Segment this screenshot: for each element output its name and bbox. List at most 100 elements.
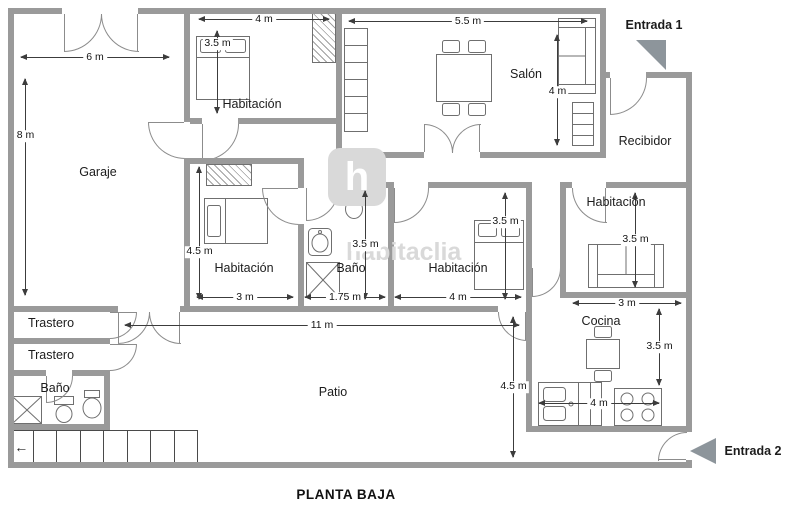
room-label-trastero-1: Trastero [27, 316, 75, 330]
dimension-cocina-depth: 3.5 m [644, 308, 675, 386]
staircase: ← [9, 430, 198, 463]
door-leaf [262, 188, 298, 189]
wall [388, 182, 394, 306]
dimension-patio-width: 11 m [124, 319, 520, 332]
room-label-recibidor: Recibidor [618, 134, 672, 148]
wall [560, 182, 572, 188]
sink-icon [82, 390, 102, 419]
door-swing-arc [202, 124, 239, 161]
wall [646, 72, 692, 78]
wall [600, 72, 610, 78]
room-label-garaje: Garaje [79, 165, 117, 179]
wall [138, 8, 606, 14]
room-label-cocina: Cocina [581, 314, 621, 328]
bookshelf-icon [572, 102, 594, 146]
wall [480, 152, 606, 158]
dimension-salon-depth: 4 m [546, 34, 569, 146]
door-leaf [424, 124, 425, 152]
dimension-bano-depth: 3.5 m [350, 190, 381, 300]
wall [8, 8, 62, 14]
stair-step [34, 431, 57, 462]
wall [686, 72, 692, 432]
door-swing-arc [424, 124, 453, 153]
door-leaf [658, 459, 686, 460]
wall [184, 158, 190, 306]
dimension-habitacion-mid-right-depth: 3.5 m [490, 192, 521, 300]
wall [180, 306, 498, 312]
door-leaf [605, 188, 606, 222]
door-swing-arc [452, 124, 481, 153]
wall [184, 8, 190, 122]
door-swing-arc [64, 14, 102, 52]
stair-step [57, 431, 81, 462]
dimension-habitacion-mid-left-depth: 4.5 m [184, 166, 215, 300]
door-swing-arc [101, 14, 139, 52]
dimension-salon-width: 5.5 m [348, 15, 588, 28]
door-swing-arc [394, 188, 429, 223]
door-leaf [610, 78, 611, 114]
door-leaf [306, 188, 307, 220]
wall [8, 424, 104, 430]
stair-step [151, 431, 175, 462]
wall [8, 338, 104, 344]
wall [532, 426, 692, 432]
door-leaf [110, 312, 136, 313]
wall [8, 306, 118, 312]
wall [190, 118, 202, 124]
toilet-icon [54, 396, 74, 423]
kitchen-table-icon [586, 326, 620, 382]
door-leaf [148, 122, 184, 123]
stove-icon [614, 388, 662, 426]
wall [560, 292, 692, 298]
dimension-habitacion-mid-left-width: 3 m [196, 291, 294, 304]
stair-step [175, 431, 198, 462]
entrance-2-arrow-icon [690, 438, 716, 464]
wall [104, 370, 110, 430]
stairs-direction-arrow-icon: ← [10, 431, 34, 462]
room-label-habitacion-right: Habitación [586, 195, 646, 209]
room-label-habitacion-mid-right: Habitación [428, 261, 488, 275]
double-bed-icon [474, 220, 524, 290]
door-leaf [394, 188, 395, 222]
door-swing-arc [610, 78, 647, 115]
door-leaf [137, 14, 138, 51]
shower-icon [12, 396, 42, 424]
wall [238, 118, 336, 124]
door-leaf [532, 268, 533, 296]
door-swing-arc [532, 268, 561, 297]
dimension-cocina-width: 4 m [538, 397, 660, 410]
door-swing-arc [148, 122, 185, 159]
shelf-icon [344, 28, 368, 132]
wall [526, 182, 532, 306]
wall [298, 224, 304, 306]
door-leaf [525, 312, 526, 340]
room-label-habitacion-mid-left: Habitación [214, 261, 274, 275]
room-label-habitacion-top: Habitación [222, 97, 282, 111]
wall [560, 182, 566, 292]
dimension-habitacion-right-width: 3 m [572, 297, 682, 310]
wall [8, 370, 46, 376]
door-swing-arc [110, 344, 137, 371]
wall [600, 8, 606, 158]
dimension-habitacion-top-depth: 3.5 m [202, 30, 233, 114]
dimension-bano-width: 1.75 m [304, 291, 386, 304]
wall [606, 182, 692, 188]
wardrobe-icon [312, 13, 336, 63]
door-leaf [64, 14, 65, 51]
dimension-patio-depth: 4.5 m [498, 316, 529, 458]
room-label-bano-bottom: Baño [40, 381, 70, 395]
dimension-garaje-width: 6 m [20, 51, 170, 64]
stair-step [104, 431, 128, 462]
wardrobe-icon [206, 164, 252, 186]
wall [104, 338, 110, 344]
room-label-patio: Patio [318, 385, 348, 399]
dimension-habitacion-mid-right-width: 4 m [394, 291, 522, 304]
shower-icon [306, 262, 340, 298]
dimension-habitacion-right-depth: 3.5 m [620, 192, 651, 288]
wall [336, 8, 342, 158]
room-label-trastero-2: Trastero [27, 348, 75, 362]
door-leaf [479, 124, 480, 152]
sofa-icon [588, 244, 664, 288]
wall [8, 8, 14, 468]
